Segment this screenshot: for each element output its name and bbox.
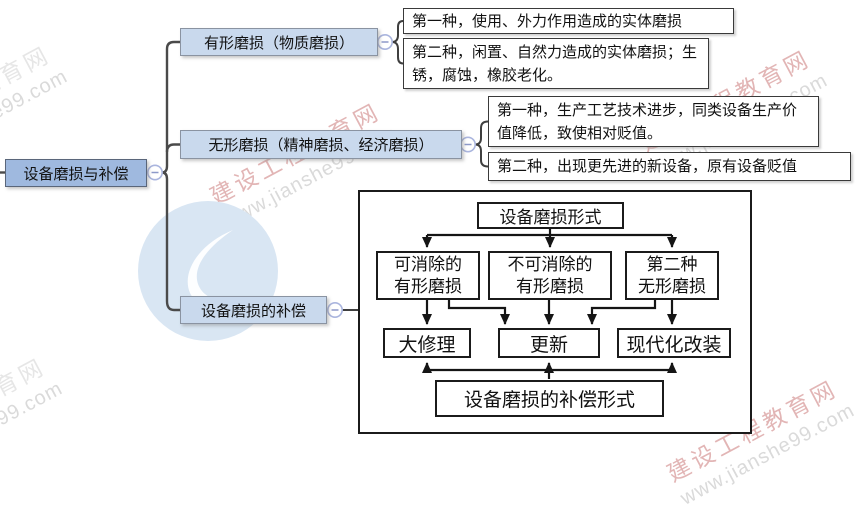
flow-box-renewal: 更新 (498, 328, 600, 358)
flow-box-label: 不可消除的 有形磨损 (507, 254, 593, 296)
topic-label: 无形磨损（精神磨损、经济磨损） (208, 137, 434, 154)
flow-box-label: 第二种 无形磨损 (638, 254, 706, 296)
flow-box-label: 设备磨损的补偿形式 (463, 390, 635, 411)
topic-intangible-wear[interactable]: 无形磨损（精神磨损、经济磨损） (180, 130, 462, 159)
watermark-url-text: www.jianshe99.com (0, 377, 67, 488)
collapse-toggle-branch2[interactable] (459, 136, 476, 153)
collapse-toggle-root[interactable] (147, 164, 164, 181)
connector-root-branch1 (161, 40, 180, 174)
topic-wear-compensation[interactable]: 设备磨损的补偿 (180, 296, 327, 324)
topic-tangible-wear[interactable]: 有形磨损（物质磨损） (180, 28, 378, 56)
topic-label: 设备磨损的补偿 (200, 302, 306, 320)
flow-box-unremovable-tangible-wear: 不可消除的 有形磨损 (488, 251, 612, 300)
leaf-text: 第二种，出现更先进的新设备，原有设备贬值 (497, 158, 798, 175)
flow-box-label: 可消除的 有形磨损 (394, 254, 462, 296)
topic-root[interactable]: 设备磨损与补偿 (5, 159, 147, 187)
flow-box-removable-tangible-wear: 可消除的 有形磨损 (376, 251, 480, 300)
watermark-brand-text: 建设工程教育网 (0, 41, 56, 153)
watermark-tile: 建设工程教育网 www.jianshe99.com (0, 37, 73, 178)
flow-box-label: 现代化改装 (626, 334, 722, 356)
collapse-toggle-branch3[interactable] (326, 301, 343, 318)
logo-swoosh-icon (187, 230, 233, 307)
flow-box-label: 大修理 (398, 334, 456, 356)
flow-box-label: 设备磨损形式 (499, 208, 602, 227)
flow-box-compensation-forms: 设备磨损的补偿形式 (435, 380, 664, 417)
collapse-toggle-branch1[interactable] (376, 33, 393, 50)
leaf-tangible-wear-type2[interactable]: 第二种，闲置、自然力造成的实体磨损；生锈，腐蚀，橡胶老化。 (403, 38, 709, 89)
connector-branch2-leaf1 (474, 120, 489, 146)
topic-root-label: 设备磨损与补偿 (23, 165, 129, 183)
leaf-text: 第二种，闲置、自然力造成的实体磨损；生锈，腐蚀，橡胶老化。 (412, 43, 698, 84)
watermark-tile: 建设工程教育网 www.jianshe99.com (0, 349, 68, 490)
leaf-tangible-wear-type1[interactable]: 第一种，使用、外力作用造成的实体磨损 (403, 8, 734, 34)
connector-branch2-leaf2 (474, 143, 489, 168)
leaf-intangible-wear-type2[interactable]: 第二种，出现更先进的新设备，原有设备贬值 (488, 152, 851, 181)
flow-box-label: 更新 (529, 334, 568, 356)
connector-branch1-leaf1 (391, 20, 404, 43)
flow-box-overhaul: 大修理 (383, 328, 471, 358)
topic-label: 有形磨损（物质磨损） (203, 34, 354, 52)
flow-box-wear-forms: 设备磨损形式 (477, 202, 624, 229)
leaf-text: 第一种，生产工艺技术进步，同类设备生产价值降低，致使相对贬值。 (497, 101, 798, 142)
connector-root-branch2 (165, 143, 180, 153)
flow-box-second-intangible-wear: 第二种 无形磨损 (625, 251, 719, 300)
connector-root-branch3 (161, 171, 180, 312)
leaf-intangible-wear-type1[interactable]: 第一种，生产工艺技术进步，同类设备生产价值降低，致使相对贬值。 (488, 96, 819, 147)
watermark-brand-text: 建设工程教育网 (0, 353, 51, 465)
leaf-text: 第一种，使用、外力作用造成的实体磨损 (412, 12, 683, 30)
connector-branch1-leaf2 (391, 41, 404, 65)
flow-box-modernization: 现代化改装 (617, 328, 731, 358)
